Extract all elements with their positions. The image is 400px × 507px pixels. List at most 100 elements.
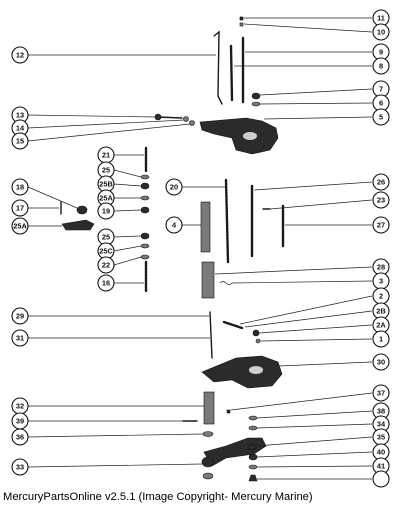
svg-text:39: 39 <box>16 417 24 426</box>
svg-text:25A: 25A <box>13 222 27 231</box>
tube-20 <box>200 201 211 253</box>
svg-text:1: 1 <box>379 335 383 344</box>
svg-text:27: 27 <box>377 221 385 230</box>
svg-text:40: 40 <box>377 448 385 457</box>
svg-text:36: 36 <box>16 433 24 442</box>
callout-25B[interactable]: 25A <box>97 189 115 207</box>
callout-leaders <box>27 17 373 480</box>
svg-text:22: 22 <box>102 261 110 270</box>
svg-text:2B: 2B <box>376 307 385 316</box>
svg-text:14: 14 <box>16 124 25 133</box>
stack-washer-b <box>140 195 150 201</box>
svg-text:2A: 2A <box>376 321 386 330</box>
svg-text:8: 8 <box>379 62 383 71</box>
nut-34 <box>247 443 257 451</box>
svg-text:23: 23 <box>377 196 385 205</box>
callout-36[interactable]: 33 <box>11 458 29 476</box>
upper-shift-lever <box>199 117 279 155</box>
callout-40[interactable]: 41 <box>372 457 390 475</box>
callout-5[interactable]: 5 <box>372 108 390 126</box>
callout-2A[interactable]: 1 <box>372 330 390 348</box>
callout-14[interactable]: 14 <box>11 119 29 137</box>
callout-32[interactable]: 39 <box>11 412 29 430</box>
callout-2B[interactable]: 2A <box>372 316 390 334</box>
callout-39[interactable]: 36 <box>11 428 29 446</box>
svg-text:37: 37 <box>377 389 385 398</box>
pin-2A <box>255 338 261 344</box>
svg-text:21: 21 <box>102 151 110 160</box>
washer-39 <box>202 431 214 437</box>
stack-washer-c <box>140 243 150 249</box>
callout-4[interactable]: 26 <box>372 173 390 191</box>
nut-35 <box>248 453 258 461</box>
svg-text:5: 5 <box>379 113 383 122</box>
bent-link-rod <box>213 30 223 105</box>
svg-text:3: 3 <box>379 277 383 286</box>
callout-34[interactable]: 35 <box>372 428 390 446</box>
svg-text:6: 6 <box>379 99 383 108</box>
svg-text:17: 17 <box>16 204 24 213</box>
svg-text:33: 33 <box>16 463 24 472</box>
bolt-13 <box>157 116 183 119</box>
lever-hole-lower <box>249 366 263 374</box>
callout-25-mid[interactable]: 25B <box>97 175 115 193</box>
callout-18[interactable]: 17 <box>11 199 29 217</box>
stack-nut-b <box>140 206 150 214</box>
callout-17[interactable]: 25A <box>11 217 29 235</box>
svg-text:20: 20 <box>170 183 178 192</box>
callout-25C[interactable]: 22 <box>97 256 115 274</box>
svg-text:19: 19 <box>102 207 110 216</box>
callout-2[interactable]: 2B <box>372 302 390 320</box>
svg-text:31: 31 <box>16 334 24 343</box>
svg-text:34: 34 <box>377 420 386 429</box>
svg-text:32: 32 <box>16 402 24 411</box>
svg-text:13: 13 <box>16 111 24 120</box>
svg-text:38: 38 <box>377 407 385 416</box>
callout-29[interactable]: 31 <box>11 329 29 347</box>
svg-text:26: 26 <box>377 178 385 187</box>
washer-14 <box>183 116 189 122</box>
callout-41[interactable] <box>372 470 390 488</box>
callout-7[interactable]: 7 <box>372 80 390 98</box>
callout-20[interactable]: 4 <box>165 216 183 234</box>
bolt-13-head <box>154 113 162 121</box>
callout-28[interactable]: 3 <box>372 272 390 290</box>
callout-27[interactable]: 28 <box>372 258 390 276</box>
lower-shift-lever <box>201 355 283 389</box>
svg-text:29: 29 <box>16 312 24 321</box>
svg-text:35: 35 <box>377 433 385 442</box>
screw-3 <box>222 320 244 330</box>
callout-12[interactable]: 12 <box>11 46 29 64</box>
callout-1[interactable]: 30 <box>372 353 390 371</box>
pin-33 <box>226 409 231 414</box>
sleeve-31 <box>203 391 215 425</box>
callout-3[interactable]: 2 <box>372 287 390 305</box>
svg-text:16: 16 <box>102 279 110 288</box>
callout-10[interactable]: 10 <box>372 23 390 41</box>
spool-27 <box>201 261 215 299</box>
svg-text:7: 7 <box>379 85 383 94</box>
callout-22[interactable]: 16 <box>97 274 115 292</box>
svg-text:25A: 25A <box>99 194 113 203</box>
callout-31[interactable]: 32 <box>11 397 29 415</box>
callout-21[interactable]: 21 <box>97 146 115 164</box>
callout-33[interactable]: 37 <box>372 384 390 402</box>
callout-8[interactable]: 8 <box>372 57 390 75</box>
washer-2 <box>252 329 260 337</box>
svg-text:9: 9 <box>379 48 383 57</box>
callout-30[interactable]: 29 <box>11 307 29 325</box>
stack-nut-c <box>140 232 150 240</box>
callout-23[interactable]: 27 <box>372 216 390 234</box>
washer-6 <box>251 101 261 107</box>
nut-7 <box>251 92 261 100</box>
callout-15[interactable]: 15 <box>11 132 29 150</box>
svg-text:18: 18 <box>16 183 24 192</box>
callout-26[interactable]: 23 <box>372 191 390 209</box>
callout-25A-upper[interactable]: 19 <box>97 202 115 220</box>
washer-40 <box>248 464 258 470</box>
callout-16[interactable]: 20 <box>165 178 183 196</box>
image-caption: MercuryPartsOnline v2.5.1 (Image Copyrig… <box>3 491 313 503</box>
callouts: 11 10 12 9 8 7 6 5 13 14 15 21 25 25B 25… <box>11 9 390 488</box>
callout-19[interactable]: 18 <box>11 178 29 196</box>
